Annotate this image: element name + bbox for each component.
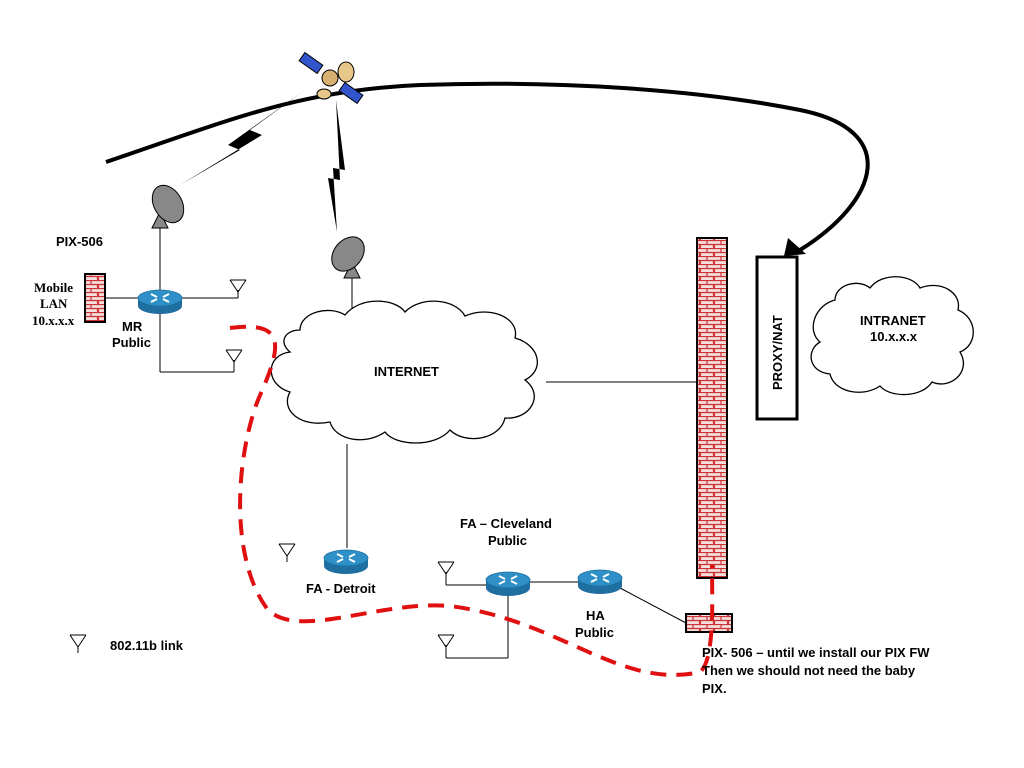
firewall-icon xyxy=(685,613,733,633)
intranet-subnet-label: 10.x.x.x xyxy=(870,329,918,344)
pix-note-line-2: Then we should not need the baby xyxy=(702,663,916,678)
proxy-nat-box xyxy=(755,255,799,421)
pix-note-line-3: PIX. xyxy=(702,681,727,696)
router-icon xyxy=(323,549,369,575)
antenna-icon xyxy=(437,634,455,654)
antenna-icon xyxy=(437,561,455,581)
pix506-label: PIX-506 xyxy=(56,234,103,249)
fa-cleveland-label: FA – Cleveland xyxy=(460,516,552,531)
antenna-icon xyxy=(225,349,243,369)
cloud-icon xyxy=(810,276,974,396)
lightning-icon xyxy=(328,100,345,232)
arrow-head-icon xyxy=(784,238,806,256)
cloud-icon xyxy=(270,300,538,444)
firewall-icon xyxy=(696,237,728,579)
intranet-label: INTRANET xyxy=(860,313,926,328)
dish-icon xyxy=(151,184,185,290)
legend-antenna-icon xyxy=(69,634,87,654)
fa-detroit-label: FA - Detroit xyxy=(306,581,376,596)
router-icon xyxy=(137,289,183,315)
ha-pix-link xyxy=(619,587,687,624)
pix-note-line-1: PIX- 506 – until we install our PIX FW xyxy=(702,645,930,660)
mr-label: MR xyxy=(122,319,143,334)
dish-icon xyxy=(331,236,365,308)
router-icon xyxy=(485,571,531,597)
mr-public-label: Public xyxy=(112,335,151,350)
lightning-icon xyxy=(180,90,305,185)
internet-label: INTERNET xyxy=(374,364,439,379)
mobile-lan-subnet: 10.x.x.x xyxy=(32,313,75,328)
mobile-lan-label: Mobile xyxy=(34,280,73,295)
satellite-icon xyxy=(298,51,364,105)
satellite-link-arc xyxy=(105,81,870,252)
antenna-icon xyxy=(278,543,296,563)
dashed-wireless-path xyxy=(229,324,715,677)
fa-cleveland-public-label: Public xyxy=(488,533,527,548)
proxy-nat-label: PROXY/NAT xyxy=(770,315,785,390)
mobile-lan-label-2: LAN xyxy=(40,296,68,311)
router-icon xyxy=(577,569,623,595)
ha-public-label: Public xyxy=(575,625,614,640)
firewall-icon xyxy=(84,273,106,323)
ha-label: HA xyxy=(586,608,605,623)
legend-label: 802.11b link xyxy=(110,638,184,653)
antenna-icon xyxy=(229,279,247,299)
